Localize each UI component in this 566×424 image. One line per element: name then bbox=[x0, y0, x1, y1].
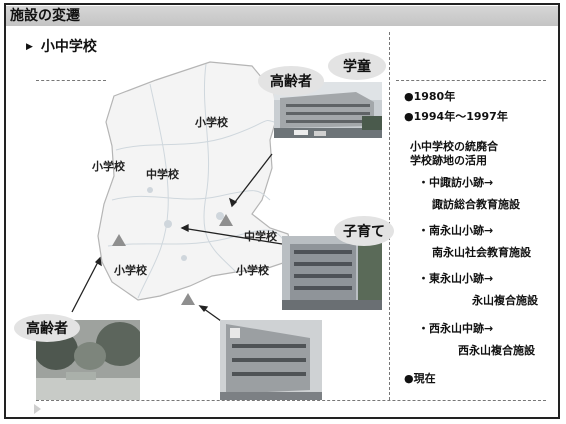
school-marker-3 bbox=[181, 293, 195, 305]
photo-childcare-facility bbox=[282, 236, 382, 310]
bullet-triangle-icon: ▶ bbox=[26, 42, 33, 52]
section-subtitle: ▶ 小中学校 bbox=[26, 36, 97, 56]
map-label-elementary-4: 小学校 bbox=[236, 264, 269, 277]
school-markers bbox=[112, 214, 233, 305]
school-marker-2 bbox=[112, 234, 126, 246]
bubble-elderly-bottom: 高齢者 bbox=[14, 314, 80, 342]
timeline-current: ●現在 bbox=[404, 372, 436, 385]
consolidation-heading: 小中学校の統廃合 bbox=[410, 140, 498, 153]
site-item-1-result: 諏訪総合教育施設 bbox=[432, 198, 520, 211]
slide-header: 施設の変遷 bbox=[6, 6, 558, 26]
site-item-3-result: 永山複合施設 bbox=[472, 294, 538, 307]
timeline-1980: ●1980年 bbox=[404, 90, 456, 103]
map-label-elementary-2: 小学校 bbox=[92, 160, 125, 173]
subtitle-text: 小中学校 bbox=[40, 39, 97, 55]
guide-line-left bbox=[36, 80, 106, 81]
map-label-elementary-1: 小学校 bbox=[195, 116, 228, 129]
school-marker-1 bbox=[219, 214, 233, 226]
timeline-1994-1997: ●1994年～1997年 bbox=[404, 110, 508, 123]
site-item-4: ・西永山中跡→ bbox=[418, 322, 494, 335]
map-label-elementary-3: 小学校 bbox=[114, 264, 147, 277]
site-markers bbox=[147, 187, 224, 261]
map-label-junior-high-1: 中学校 bbox=[146, 168, 179, 181]
site-item-3: ・東永山小跡→ bbox=[418, 272, 494, 285]
map-label-junior-high-2: 中学校 bbox=[244, 230, 277, 243]
site-reuse-heading: 学校跡地の活用 bbox=[410, 154, 487, 167]
bubble-childcare: 学童 bbox=[328, 52, 386, 80]
arrows bbox=[71, 153, 283, 327]
site-item-2: ・南永山小跡→ bbox=[418, 224, 494, 237]
site-item-1: ・中諏訪小跡→ bbox=[418, 176, 494, 189]
guide-line-bottom bbox=[36, 400, 546, 401]
bubble-kosodate: 子育て bbox=[334, 216, 394, 246]
site-item-2-result: 南永山社会教育施設 bbox=[432, 246, 531, 259]
footer-triangle-icon bbox=[34, 404, 41, 414]
map-roads bbox=[107, 63, 291, 299]
guide-line-right-top bbox=[396, 80, 546, 81]
site-item-4-result: 西永山複合施設 bbox=[458, 344, 535, 357]
photo-education-facility bbox=[220, 320, 322, 400]
column-divider bbox=[389, 32, 390, 400]
slide-frame bbox=[4, 3, 560, 419]
bubble-elderly-top: 高齢者 bbox=[258, 66, 324, 96]
